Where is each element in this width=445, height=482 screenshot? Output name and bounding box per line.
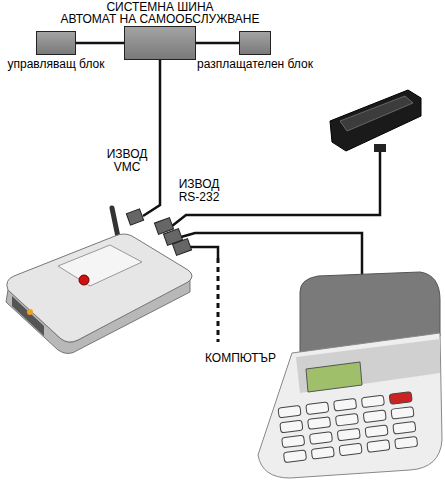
register-lcd bbox=[306, 362, 362, 392]
unit-label: разплащателен блок bbox=[197, 58, 313, 71]
vmc-port bbox=[126, 209, 143, 225]
unit-label: АВТОМАТ НА САМООБСЛУЖВАНЕ bbox=[61, 13, 260, 26]
register-keypad bbox=[278, 392, 418, 463]
port-label: ИЗВОД RS-232 bbox=[172, 178, 226, 204]
device-panel bbox=[12, 296, 44, 336]
device-top bbox=[7, 234, 192, 342]
computer-wire bbox=[190, 247, 218, 258]
unit-box: управляващ блок bbox=[36, 31, 76, 55]
antenna bbox=[112, 208, 118, 237]
display-screen bbox=[340, 96, 413, 131]
computer-wire-dashed bbox=[217, 258, 220, 342]
unit-label: управляващ блок bbox=[8, 58, 105, 71]
unit-box: разплащателен блок bbox=[239, 31, 271, 55]
display-stand bbox=[374, 144, 386, 152]
bus-line bbox=[76, 42, 124, 45]
device-led bbox=[27, 309, 33, 315]
port-label: ИЗВОД VMC bbox=[103, 148, 151, 174]
port-label: КОМПЮТЪР bbox=[205, 352, 276, 365]
bus-line bbox=[196, 42, 239, 45]
display-wire bbox=[172, 151, 380, 226]
vmc-wire bbox=[143, 60, 160, 216]
unit-box: АВТОМАТ НА САМООБСЛУЖВАНЕ bbox=[124, 26, 196, 60]
register-body bbox=[258, 333, 442, 478]
register-panel bbox=[296, 339, 440, 393]
port-label: СИСТЕМНА ШИНА bbox=[106, 1, 213, 14]
customer-display bbox=[330, 90, 421, 151]
device-button bbox=[79, 275, 89, 285]
device-sticker bbox=[58, 245, 142, 286]
rs232-port bbox=[172, 239, 191, 256]
